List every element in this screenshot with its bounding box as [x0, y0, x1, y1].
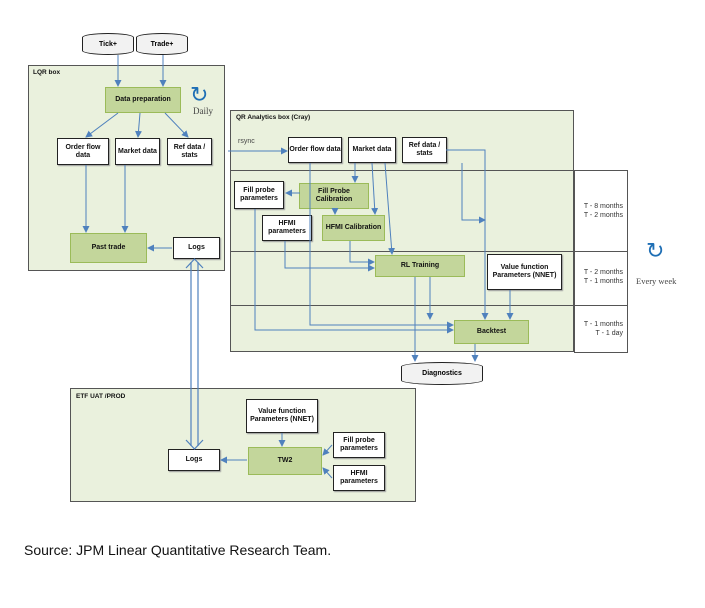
lqr-ref-data-box: Ref data / stats	[167, 138, 212, 165]
daily-label: Daily	[193, 106, 213, 116]
trade-label: Trade+	[150, 40, 174, 48]
hfmi-calibration-box: HFMI Calibration	[322, 215, 385, 241]
every-week-label: Every week	[636, 276, 677, 286]
qr-band-divider-3	[230, 305, 628, 306]
lqr-box-title: LQR box	[33, 69, 61, 76]
qr-analytics-title: QR Analytics box (Cray)	[236, 114, 311, 121]
lqr-logs-box: Logs	[173, 237, 220, 259]
timeline-band1-label: T - 8 months T - 2 months	[583, 203, 623, 219]
timeline-band2-label: T - 2 months T - 1 months	[583, 269, 623, 285]
qr-value-function-params-box: Value function Parameters (NNET)	[487, 254, 562, 290]
trade-input: Trade+	[136, 33, 188, 55]
lqr-order-flow-box: Order flow data	[57, 138, 109, 165]
past-trade-box: Past trade	[70, 233, 147, 263]
source-caption: Source: JPM Linear Quantitative Research…	[24, 542, 332, 558]
daily-cycle-icon: ↻	[190, 82, 209, 107]
qr-band-divider-2	[230, 251, 628, 252]
fill-probe-params-box: Fill probe parameters	[234, 181, 284, 209]
backtest-box: Backtest	[454, 320, 529, 344]
etf-hfmi-params-box: HFMI parameters	[333, 465, 385, 491]
rsync-label: rsync	[238, 138, 255, 145]
timeline-band3-label: T - 1 months T - 1 day	[583, 321, 623, 337]
tick-input: Tick+	[82, 33, 134, 55]
etf-value-function-params-box: Value function Parameters (NNET)	[246, 399, 318, 433]
etf-box-title: ETF UAT /PROD	[76, 393, 126, 400]
tw2-box: TW2	[248, 447, 322, 475]
rl-training-box: RL Training	[375, 255, 465, 277]
qr-band-divider-1	[230, 170, 628, 171]
weekly-cycle-icon: ↻	[646, 238, 665, 263]
timeline-right-edge	[627, 170, 628, 352]
qr-order-flow-box: Order flow data	[288, 137, 342, 163]
timeline-divider	[574, 170, 575, 352]
etf-logs-box: Logs	[168, 449, 220, 471]
diagnostics-output: Diagnostics	[401, 362, 483, 385]
qr-band-divider-bottom	[574, 352, 628, 353]
data-preparation-box: Data preparation	[105, 87, 181, 113]
tick-label: Tick+	[99, 40, 117, 48]
qr-market-data-box: Market data	[348, 137, 396, 163]
hfmi-params-box: HFMI parameters	[262, 215, 312, 241]
qr-ref-data-box: Ref data / stats	[402, 137, 447, 163]
lqr-market-data-box: Market data	[115, 138, 160, 165]
etf-fill-probe-params-box: Fill probe parameters	[333, 432, 385, 458]
fill-probe-calibration-box: Fill Probe Calibration	[299, 183, 369, 209]
